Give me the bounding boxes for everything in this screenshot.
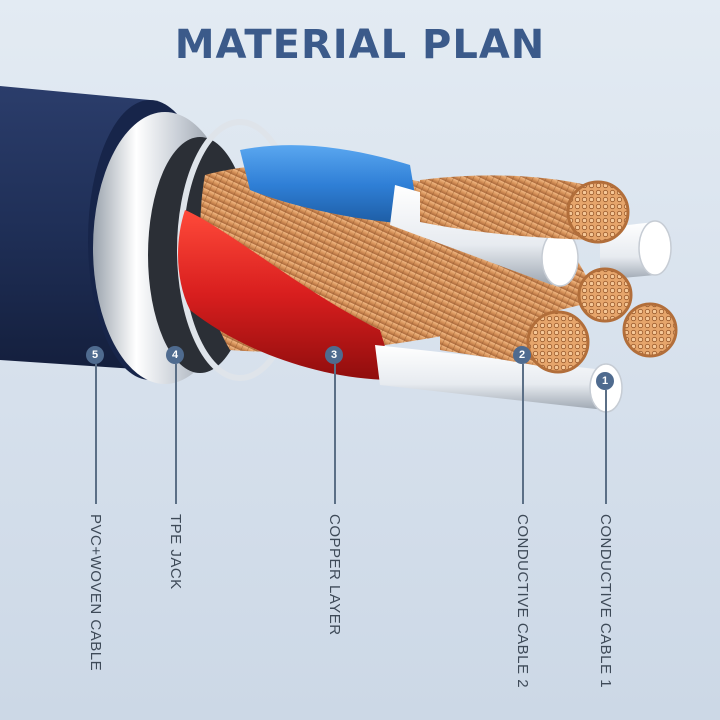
callout-label-tpe-jack: TPE JACK: [167, 514, 184, 590]
strand-end-lower: [526, 310, 590, 374]
callout-label-pvc-woven-cable: PVC+WOVEN CABLE: [87, 514, 104, 672]
callout-badge-1: 1: [596, 372, 614, 390]
callout-badge-2: 2: [513, 346, 531, 364]
blue-wire-shape: [240, 145, 420, 225]
diagram-title: MATERIAL PLAN: [174, 22, 546, 68]
callout-label-conductive-cable-1: CONDUCTIVE CABLE 1: [597, 514, 614, 689]
strand-end-right: [622, 302, 678, 358]
callout-badge-5: 5: [86, 346, 104, 364]
white-wire-lower: [375, 345, 605, 410]
callout-label-copper-layer: COPPER LAYER: [326, 514, 343, 636]
strand-end-middle: [577, 267, 633, 323]
callout-badge-4: 4: [166, 346, 184, 364]
red-wire-shape: [178, 210, 395, 380]
callout-badge-3: 3: [325, 346, 343, 364]
callout-label-conductive-cable-2: CONDUCTIVE CABLE 2: [514, 514, 531, 689]
strand-end-top: [566, 180, 630, 244]
